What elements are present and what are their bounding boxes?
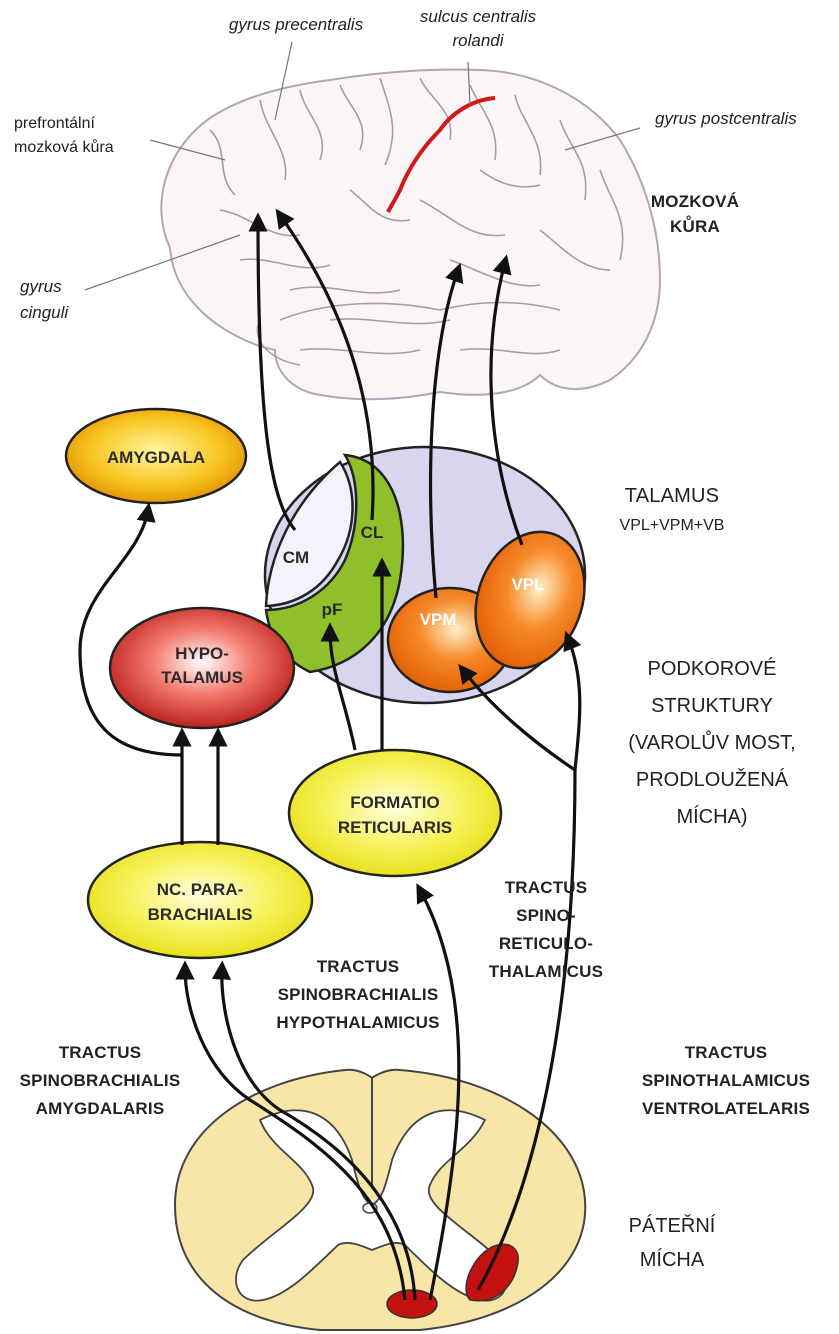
- label-podkorove-1: PODKOROVÉ: [648, 657, 777, 680]
- label-prefrontal-2: mozková kůra: [14, 138, 114, 156]
- amygdala-label: AMYGDALA: [107, 448, 205, 467]
- hypotalamus-label-1: HYPO-: [175, 644, 229, 663]
- cm-label: CM: [283, 548, 309, 567]
- label-spinobrach-amyg-1: TRACTUS: [59, 1043, 142, 1062]
- label-podkorove-5: MÍCHA): [676, 805, 747, 828]
- hypotalamus-label-2: TALAMUS: [161, 668, 243, 687]
- label-gyrus-cinguli-2: cinguli: [20, 303, 69, 322]
- label-spinothal-1: TRACTUS: [685, 1043, 768, 1062]
- label-spinobrach-hypo-2: SPINOBRACHIALIS: [278, 985, 439, 1004]
- nc-parabrachialis-node: [88, 842, 312, 958]
- cl-label: CL: [361, 523, 384, 542]
- label-spinobrach-amyg-2: SPINOBRACHIALIS: [20, 1071, 181, 1090]
- label-sulcus-centralis-1: sulcus centralis: [420, 7, 537, 26]
- arrow-to-vpl: [568, 638, 580, 770]
- label-spinobrach-amyg-3: AMYGDALARIS: [36, 1099, 165, 1118]
- label-spinobrach-hypo-1: TRACTUS: [317, 957, 400, 976]
- vpl-label: VPL: [511, 575, 544, 594]
- pf-label: pF: [322, 600, 343, 619]
- label-paterni-2: MÍCHA: [640, 1248, 705, 1271]
- label-podkorove-4: PRODLOUŽENÁ: [636, 768, 789, 791]
- label-spinoreticulo-4: THALAMICUS: [489, 962, 603, 981]
- label-mozkova-kura-1: MOZKOVÁ: [651, 192, 739, 211]
- label-talamus-2: VPL+VPM+VB: [620, 517, 725, 534]
- parabrachialis-label-2: BRACHIALIS: [148, 905, 253, 924]
- dorsal-horn-dot: [387, 1290, 437, 1318]
- label-spinothal-3: VENTROLATELARIS: [642, 1099, 810, 1118]
- brain-outline: [161, 69, 660, 399]
- label-gyrus-cinguli-1: gyrus: [20, 277, 62, 296]
- parabrachialis-label-1: NC. PARA-: [157, 880, 244, 899]
- label-spinothal-2: SPINOTHALAMICUS: [642, 1071, 810, 1090]
- label-spinoreticulo-1: TRACTUS: [505, 878, 588, 897]
- label-spinobrach-hypo-3: HYPOTHALAMICUS: [276, 1013, 439, 1032]
- label-podkorove-3: (VAROLŮV MOST,: [628, 730, 795, 754]
- label-spinoreticulo-3: RETICULO-: [499, 934, 593, 953]
- label-gyrus-postcentralis: gyrus postcentralis: [655, 109, 797, 128]
- label-paterni-1: PÁTEŘNÍ: [629, 1214, 716, 1237]
- formatio-label-1: FORMATIO: [350, 793, 439, 812]
- formatio-reticularis-node: [289, 750, 501, 876]
- label-gyrus-precentralis: gyrus precentralis: [229, 15, 364, 34]
- label-prefrontal-1: prefrontální: [14, 115, 95, 132]
- label-podkorove-2: STRUKTURY: [651, 695, 773, 717]
- brain-cortex: [161, 69, 660, 399]
- label-spinoreticulo-2: SPINO-: [516, 906, 576, 925]
- label-mozkova-kura-2: KŮRA: [670, 216, 720, 236]
- formatio-label-2: RETICULARIS: [338, 818, 452, 837]
- label-talamus-1: TALAMUS: [625, 485, 719, 507]
- vpm-label: VPM: [420, 610, 457, 629]
- label-sulcus-centralis-2: rolandi: [452, 31, 504, 50]
